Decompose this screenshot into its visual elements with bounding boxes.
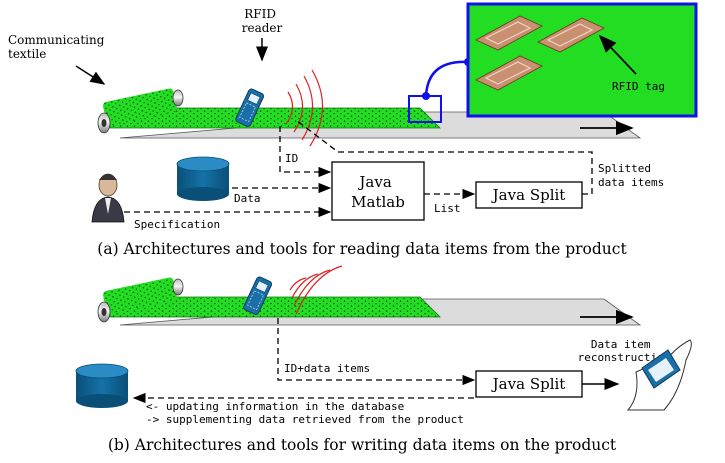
rfid-tag-pointer-arrow (598, 34, 637, 75)
database-icon-b (75, 363, 129, 408)
rfid-reader-icon (235, 88, 265, 127)
database-icon (176, 156, 230, 201)
specification-label: Specification (134, 218, 220, 231)
java-split-box-b (475, 370, 583, 398)
textile-pointer-arrow (75, 65, 106, 85)
part-a: Communicating textile RFID reader (8, 2, 698, 258)
java-split-box (475, 181, 583, 209)
id-data-items-label: ID+data items (284, 362, 370, 375)
radio-waves-icon-b (289, 265, 343, 315)
textile-roll-b (103, 277, 177, 315)
user-icon (91, 173, 125, 223)
java-split-label: Java Split (491, 186, 566, 204)
java-matlab-box (331, 161, 425, 221)
rfid-reader-label: RFID reader (242, 7, 283, 35)
caption-b: (b) Architectures and tools for writing … (108, 436, 617, 454)
radio-waves-icon (285, 69, 324, 147)
hand-device-icon (626, 339, 692, 411)
id-data-items-flow (277, 318, 476, 386)
data-label: Data (234, 192, 261, 205)
communicating-textile-label: Communicating textile (8, 33, 108, 61)
list-label: List (434, 202, 461, 215)
zoom-connector (424, 60, 469, 97)
supplementing-label: -> supplementing data retrieved from the… (146, 413, 464, 426)
splitted-data-items-label: Splitted data items (598, 162, 664, 189)
id-flow-arrow (279, 126, 332, 178)
splitted-data-flow (295, 119, 593, 195)
java-split-label-b: Java Split (491, 375, 566, 393)
updating-label: <- updating information in the database (146, 400, 404, 413)
caption-a: (a) Architectures and tools for reading … (97, 240, 627, 258)
rfid-tag-label: RFID tag (612, 80, 665, 93)
textile-roll (103, 88, 177, 126)
rfid-tag-icon (475, 15, 605, 91)
part-b: ID+data items <- updating information in… (75, 265, 692, 454)
id-label: ID (285, 152, 298, 165)
rfid-reader-icon-b (243, 276, 273, 315)
data-item-reconstruction-label: Data item reconstruction (578, 338, 671, 364)
java-matlab-label: Java Matlab (351, 173, 405, 211)
